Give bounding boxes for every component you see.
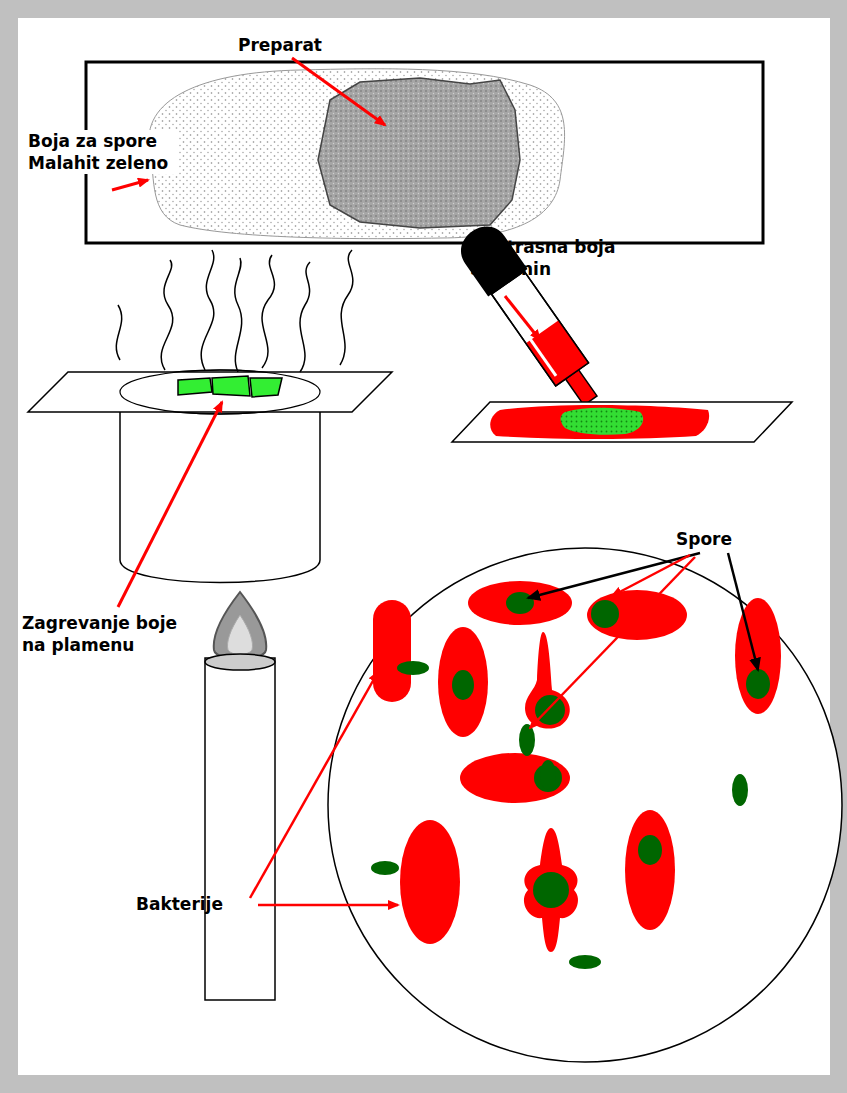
bunsen-burner xyxy=(205,592,275,1000)
heating-setup xyxy=(28,250,392,583)
stain-label: Boja za spore Malahit zeleno xyxy=(28,130,178,174)
leader-line xyxy=(505,296,540,340)
part-label: Preparat xyxy=(238,34,358,56)
leader-line xyxy=(118,402,222,607)
heating-label: Zagrevanje boje na plamenu xyxy=(22,612,204,656)
microscope-field xyxy=(250,548,842,1062)
slide-preparation xyxy=(86,58,763,243)
spore-label: Spore xyxy=(676,528,756,550)
counterstain-label: Kontrasna boja Safranin xyxy=(470,236,650,280)
safranin-slide xyxy=(452,402,792,442)
bacteria-label: Bakterije xyxy=(136,893,246,915)
